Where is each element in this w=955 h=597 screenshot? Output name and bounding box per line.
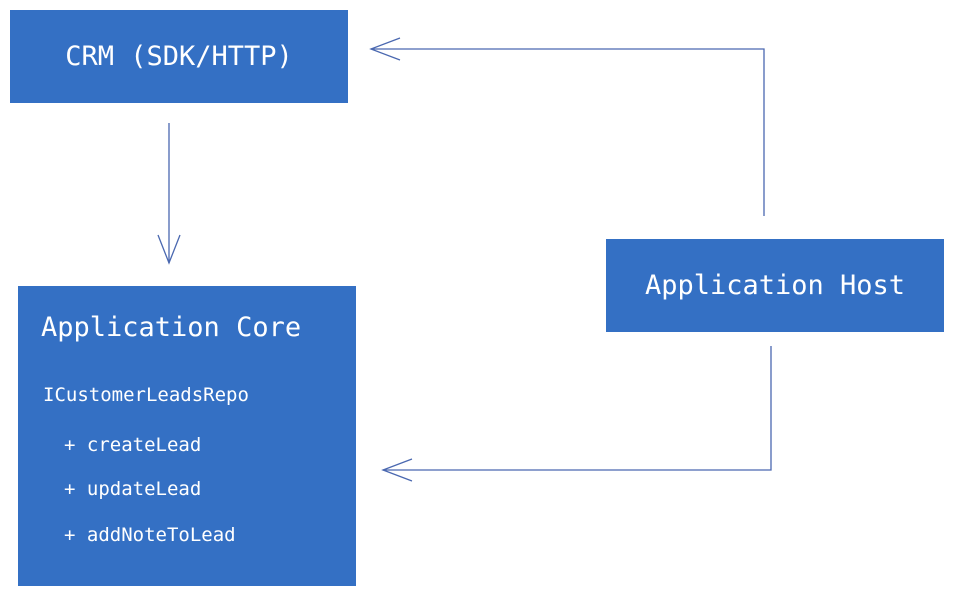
arrow-host-to-core [381, 346, 772, 482]
method-create-lead: + createLead [64, 434, 202, 456]
application-host-box: Application Host [606, 239, 944, 332]
application-core-title: Application Core [41, 312, 302, 343]
method-add-note-to-lead: + addNoteToLead [64, 524, 236, 546]
arrow-crm-to-core [157, 123, 181, 265]
method-update-lead: + updateLead [64, 478, 202, 500]
interface-name: ICustomerLeadsRepo [43, 384, 249, 406]
crm-box: CRM (SDK/HTTP) [10, 10, 348, 103]
application-host-label: Application Host [644, 270, 906, 301]
application-core-box: Application Core ICustomerLeadsRepo + cr… [18, 286, 356, 586]
crm-box-label: CRM (SDK/HTTP) [65, 41, 293, 72]
arrow-host-to-crm [369, 37, 765, 216]
